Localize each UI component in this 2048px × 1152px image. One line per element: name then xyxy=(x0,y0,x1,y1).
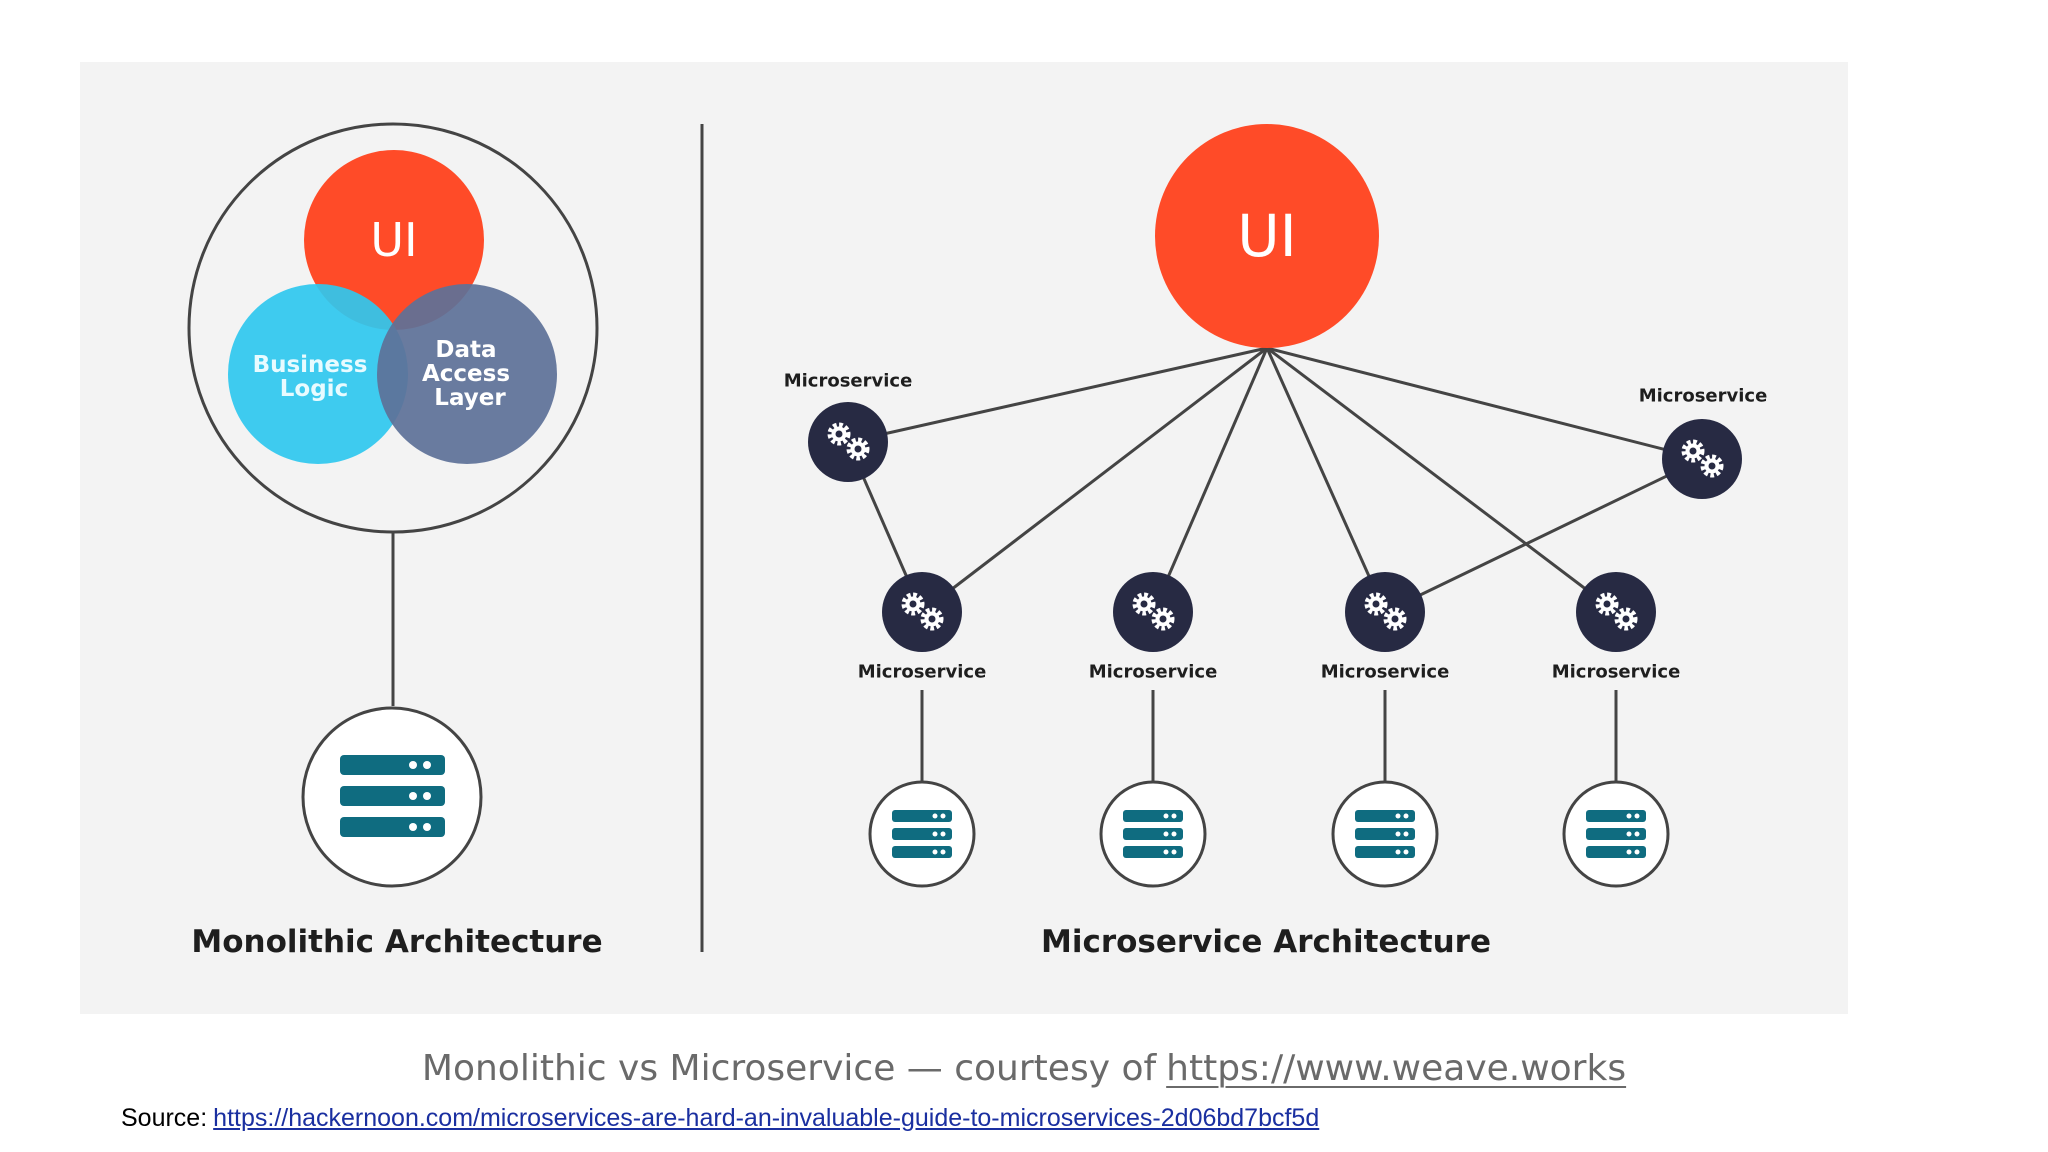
service-database-icon-2 xyxy=(1099,780,1207,888)
source-link[interactable]: https://hackernoon.com/microservices-are… xyxy=(213,1103,1320,1132)
microservice-ui-circle xyxy=(1155,124,1379,348)
service-database-icon-4 xyxy=(1562,780,1670,888)
service-label-1: Microservice xyxy=(858,662,987,683)
monolith-section: UI Business Logic Data Access Layer Mono… xyxy=(187,122,603,960)
service-node-3 xyxy=(1345,572,1425,652)
monolith-database-icon xyxy=(301,706,483,888)
microservice-ui-label: UI xyxy=(1237,202,1297,270)
figure-caption: Monolithic vs Microservice — courtesy of… xyxy=(0,1038,2048,1098)
service-label-4: Microservice xyxy=(1552,662,1681,683)
service-label-top-right: Microservice xyxy=(1639,386,1768,407)
service-database-icon-3 xyxy=(1331,780,1439,888)
monolith-ui-circle xyxy=(304,150,484,330)
data-access-circle xyxy=(377,284,557,464)
service-node-top-left xyxy=(808,402,888,482)
source-line: Source: https://hackernoon.com/microserv… xyxy=(121,1098,1319,1138)
microservice-section: UI Microservice Microservic xyxy=(784,124,1768,960)
microservice-title: Microservice Architecture xyxy=(1041,924,1491,960)
service-label-top-left: Microservice xyxy=(784,371,913,392)
data-access-label: Data Access Layer xyxy=(422,337,518,411)
service-node-4 xyxy=(1576,572,1656,652)
monolith-ui-label: UI xyxy=(370,213,417,267)
service-connections xyxy=(846,346,1703,783)
service-database-icon-1 xyxy=(868,780,976,888)
service-label-3: Microservice xyxy=(1321,662,1450,683)
source-label: Source: xyxy=(121,1103,208,1132)
service-node-2 xyxy=(1113,572,1193,652)
business-logic-circle xyxy=(228,284,408,464)
business-logic-label: Business Logic xyxy=(253,352,376,402)
monolith-title: Monolithic Architecture xyxy=(191,924,602,960)
service-node-1 xyxy=(882,572,962,652)
caption-text: Monolithic vs Microservice — courtesy of xyxy=(421,1047,1157,1089)
service-node-top-right xyxy=(1662,419,1742,499)
service-label-2: Microservice xyxy=(1089,662,1218,683)
caption-link[interactable]: https://www.weave.works xyxy=(1166,1047,1627,1089)
